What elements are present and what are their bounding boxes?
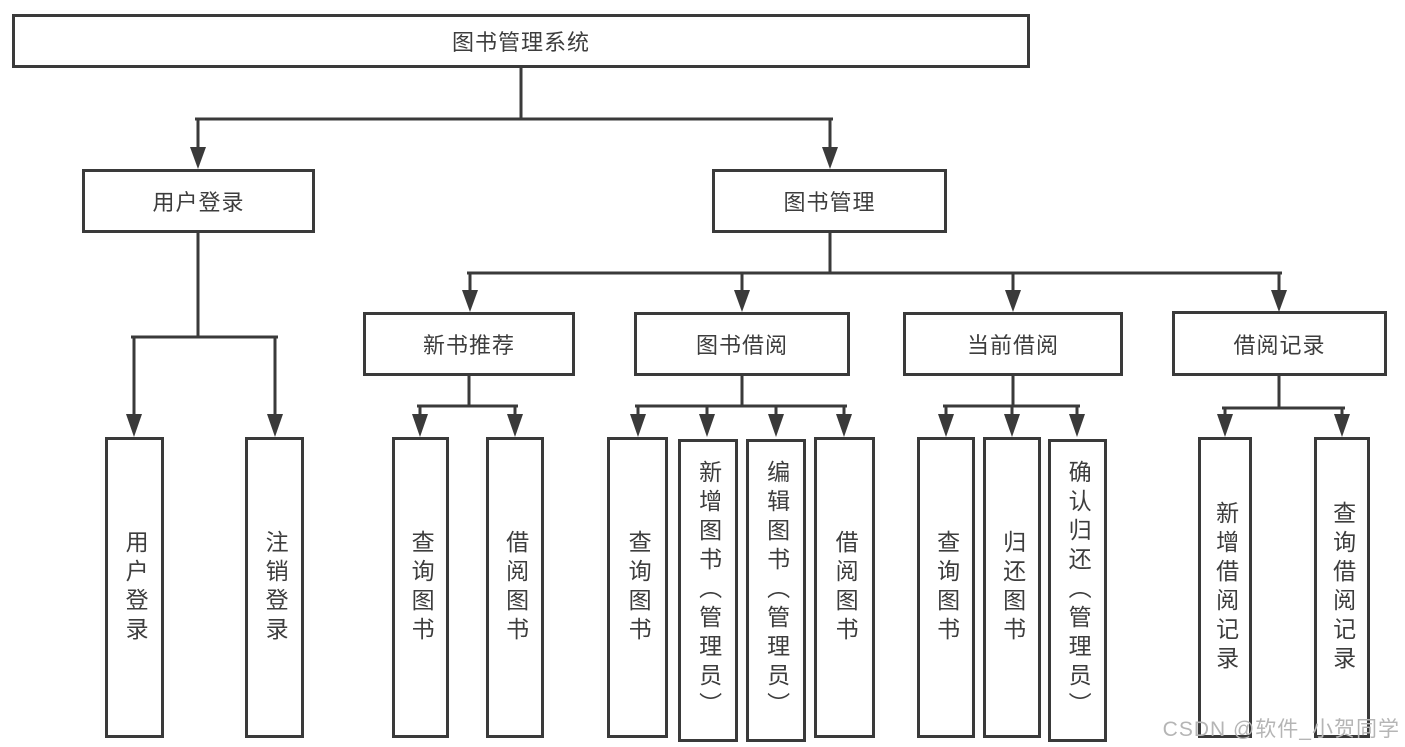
- node-borrow-records: 借阅记录: [1172, 311, 1387, 376]
- node-label: 借阅图书: [832, 529, 859, 646]
- arrowheads: [126, 147, 1350, 437]
- leaf-confirm-return-admin: 确认归还（管理员）: [1048, 439, 1107, 742]
- node-current-borrow: 当前借阅: [903, 312, 1123, 376]
- leaf-add-borrow-record: 新增借阅记录: [1198, 437, 1252, 738]
- leaf-logout: 注销登录: [245, 437, 304, 738]
- node-label: 确认归还（管理员）: [1065, 460, 1092, 721]
- node-label: 归还图书: [999, 529, 1026, 646]
- node-label: 查询图书: [408, 529, 435, 646]
- csdn-watermark: CSDN @软件_小贺同学: [1162, 718, 1400, 741]
- leaf-query-borrow-record: 查询借阅记录: [1314, 437, 1370, 738]
- leaf-return-books: 归还图书: [983, 437, 1041, 738]
- node-label: 用户登录: [152, 190, 245, 215]
- node-label: 查询图书: [625, 529, 652, 646]
- node-book-management-branch: 图书管理: [712, 169, 947, 233]
- node-label: 用户登录: [122, 529, 149, 646]
- node-label: 借阅记录: [1233, 332, 1326, 358]
- node-user-login-branch: 用户登录: [82, 169, 315, 233]
- node-root-system: 图书管理系统: [12, 14, 1030, 68]
- node-label: 注销登录: [262, 529, 289, 646]
- node-book-borrow: 图书借阅: [634, 312, 850, 376]
- node-new-book-recommend: 新书推荐: [363, 312, 575, 376]
- node-label: 图书管理系统: [451, 30, 590, 55]
- leaf-borrow-books-2: 借阅图书: [814, 437, 875, 738]
- node-label: 图书借阅: [695, 333, 788, 358]
- leaf-query-books-1: 查询图书: [392, 437, 449, 738]
- node-label: 当前借阅: [966, 333, 1059, 358]
- node-label: 编辑图书（管理员）: [763, 460, 790, 721]
- node-label: 查询图书: [933, 529, 960, 646]
- leaf-add-books-admin: 新增图书（管理员）: [678, 439, 738, 742]
- leaf-query-books-3: 查询图书: [917, 437, 975, 738]
- leaf-query-books-2: 查询图书: [607, 437, 668, 738]
- node-label: 新增图书（管理员）: [695, 460, 722, 721]
- node-label: 新增借阅记录: [1212, 500, 1239, 675]
- leaf-borrow-books-1: 借阅图书: [486, 437, 544, 738]
- node-label: 查询借阅记录: [1329, 500, 1356, 675]
- node-label: 图书管理: [783, 190, 876, 215]
- node-label: 新书推荐: [422, 333, 515, 358]
- leaf-edit-books-admin: 编辑图书（管理员）: [746, 439, 806, 742]
- leaf-user-login: 用户登录: [105, 437, 164, 738]
- node-label: 借阅图书: [502, 529, 529, 646]
